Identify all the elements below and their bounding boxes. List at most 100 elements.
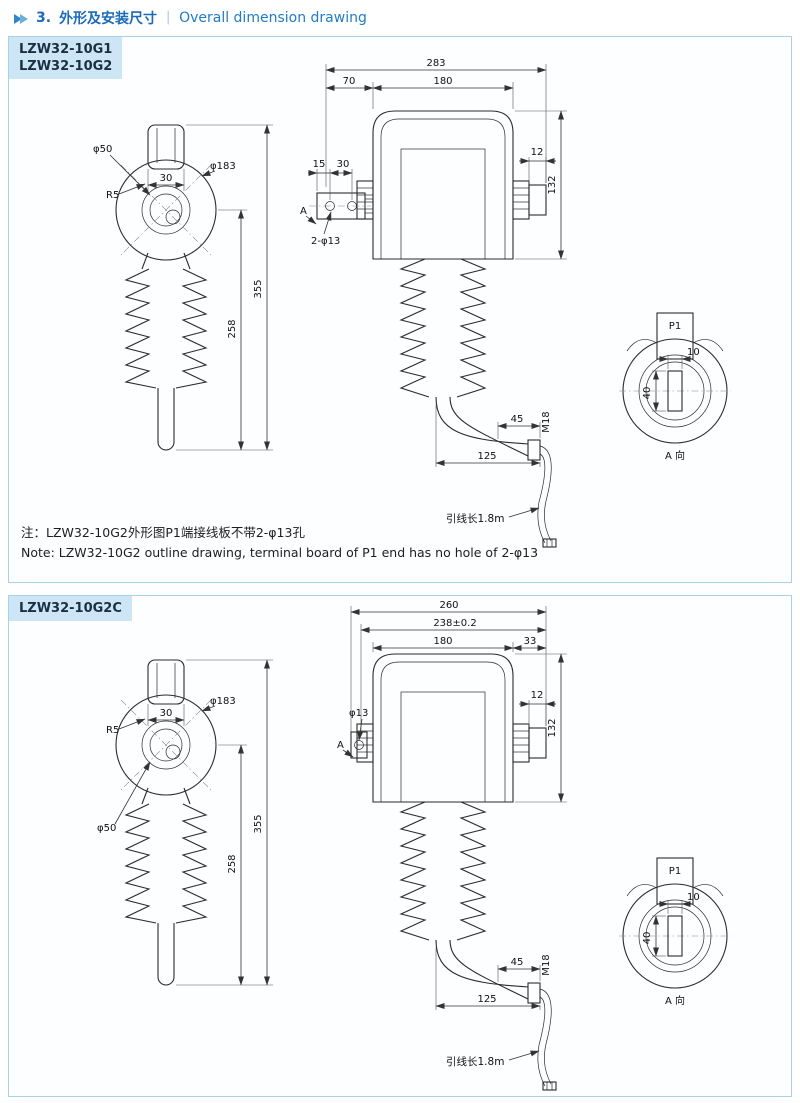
section-arrow-label-a: A [300, 206, 307, 217]
dim-label-30-front: 30 [160, 708, 173, 719]
panel-lzw32-10g2c: LZW32-10G2C 30 R5 φ [8, 595, 792, 1097]
eye-outer-circle [115, 694, 217, 796]
flexible-lead [539, 445, 552, 542]
dim-label-132: 132 [547, 718, 558, 737]
dim-label-phi13: φ13 [349, 708, 368, 719]
dimension-drawing-1: 30 R5 φ50 φ183 258 355 [93, 58, 731, 548]
dim-label-12: 12 [531, 690, 544, 701]
transformer-body [372, 110, 514, 260]
lead-end-connector [542, 1081, 557, 1091]
right-end-cap [528, 727, 547, 759]
a-view-1: P1 10 40 A 向 [619, 312, 731, 462]
dim-label-125: 125 [477, 994, 496, 1005]
dim-label-r5: R5 [106, 190, 119, 201]
top-cap [147, 659, 185, 705]
dim-label-258: 258 [227, 854, 238, 873]
label-p1: P1 [669, 321, 681, 332]
right-end-cap [528, 184, 547, 216]
dim-label-132: 132 [547, 175, 558, 194]
page-title-english: Overall dimension drawing [179, 10, 367, 26]
dim-label-m18: M18 [541, 954, 552, 975]
shed-stack-right [175, 268, 208, 389]
dim-label-10: 10 [687, 892, 700, 903]
bottom-rod [157, 388, 175, 451]
label-p1: P1 [669, 866, 681, 877]
dim-label-355: 355 [253, 814, 264, 833]
side-view-1: 283 70 180 [300, 58, 567, 548]
lead-length-label: 引线长1.8m [446, 1055, 504, 1068]
lead-length-label: 引线长1.8m [446, 512, 504, 525]
cable-bend [435, 939, 529, 988]
dim-label-30-side: 30 [337, 159, 350, 170]
dim-label-283: 283 [426, 58, 445, 69]
section-number: 3. [36, 10, 52, 26]
m18-fitting [527, 439, 541, 461]
model-name-1: LZW32-10G1 [19, 42, 113, 57]
terminal-slot [667, 370, 683, 412]
dim-label-125: 125 [477, 451, 496, 462]
panel-lzw32-10g1-g2: LZW32-10G1 LZW32-10G2 30 R5 [8, 36, 792, 583]
side-view-2: 260 238±0.2 180 33 φ13 A [337, 600, 567, 1091]
dim-label-45: 45 [511, 414, 524, 425]
eye-outer-circle [115, 159, 217, 261]
cable-bend [435, 396, 529, 445]
bracket-hole [354, 740, 364, 750]
dim-label-phi183: φ183 [210, 696, 236, 707]
dim-label-12: 12 [531, 147, 544, 158]
transformer-body [372, 653, 514, 803]
dim-label-phi50: φ50 [93, 144, 112, 155]
shed-stack-left [399, 801, 430, 941]
plate-hole [325, 201, 335, 211]
dim-label-r5: R5 [106, 725, 119, 736]
page-title-chinese: 外形及安装尺寸 [59, 11, 158, 27]
terminal-plate [316, 192, 366, 220]
dim-label-15: 15 [313, 159, 326, 170]
dim-label-40: 40 [642, 387, 653, 400]
dim-label-phi183: φ183 [210, 161, 236, 172]
front-view-1: 30 R5 φ50 φ183 258 355 [93, 124, 273, 451]
model-label-box-1: LZW32-10G1 LZW32-10G2 [9, 37, 123, 79]
dim-label-180: 180 [433, 636, 452, 647]
shed-stack-right [456, 258, 487, 398]
shed-stack-right [175, 803, 208, 924]
dim-label-180: 180 [433, 76, 452, 87]
shed-stack-right [456, 801, 487, 941]
dim-label-40: 40 [642, 932, 653, 945]
m18-fitting [527, 982, 541, 1004]
a-view-2: P1 10 40 A 向 [619, 857, 731, 1007]
plate-hole [347, 201, 357, 211]
right-terminal-ribs [512, 723, 530, 763]
shed-stack-left [124, 268, 157, 389]
dim-label-10: 10 [687, 347, 700, 358]
section-marker-icon [14, 9, 28, 28]
dim-label-m18: M18 [541, 411, 552, 432]
lead-end-connector [542, 538, 557, 548]
dim-label-2phi13: 2-φ13 [311, 236, 340, 247]
notes-1: 注：LZW32-10G2外形图P1端接线板不带2-φ13孔 Note: LZW3… [21, 523, 538, 563]
dim-label-45: 45 [511, 957, 524, 968]
a-view-caption: A 向 [665, 994, 685, 1007]
dim-label-238: 238±0.2 [433, 618, 476, 629]
dim-label-30-front: 30 [160, 173, 173, 184]
flexible-lead [539, 988, 552, 1085]
front-view-2: 30 R5 φ183 φ50 258 355 [97, 659, 273, 986]
dim-label-355: 355 [253, 279, 264, 298]
dim-label-258: 258 [227, 319, 238, 338]
shed-stack-left [124, 803, 157, 924]
left-terminal-ribs [356, 723, 374, 763]
shed-stack-left [399, 258, 430, 398]
model-name-2: LZW32-10G2 [19, 59, 113, 74]
title-separator: ｜ [161, 11, 176, 27]
right-terminal-ribs [512, 180, 530, 220]
a-view-caption: A 向 [665, 449, 685, 462]
dim-label-33: 33 [524, 636, 537, 647]
dim-label-260: 260 [439, 600, 458, 611]
note-chinese: 注：LZW32-10G2外形图P1端接线板不带2-φ13孔 [21, 525, 305, 540]
model-name-3: LZW32-10G2C [19, 601, 122, 616]
terminal-slot [667, 915, 683, 957]
page-header: 3. 外形及安装尺寸 ｜ Overall dimension drawing [0, 0, 800, 32]
note-english: Note: LZW32-10G2 outline drawing, termin… [21, 545, 539, 560]
dimension-drawing-2: 30 R5 φ183 φ50 258 355 [97, 600, 731, 1091]
dim-label-70: 70 [343, 76, 356, 87]
dim-label-phi50: φ50 [97, 823, 116, 834]
